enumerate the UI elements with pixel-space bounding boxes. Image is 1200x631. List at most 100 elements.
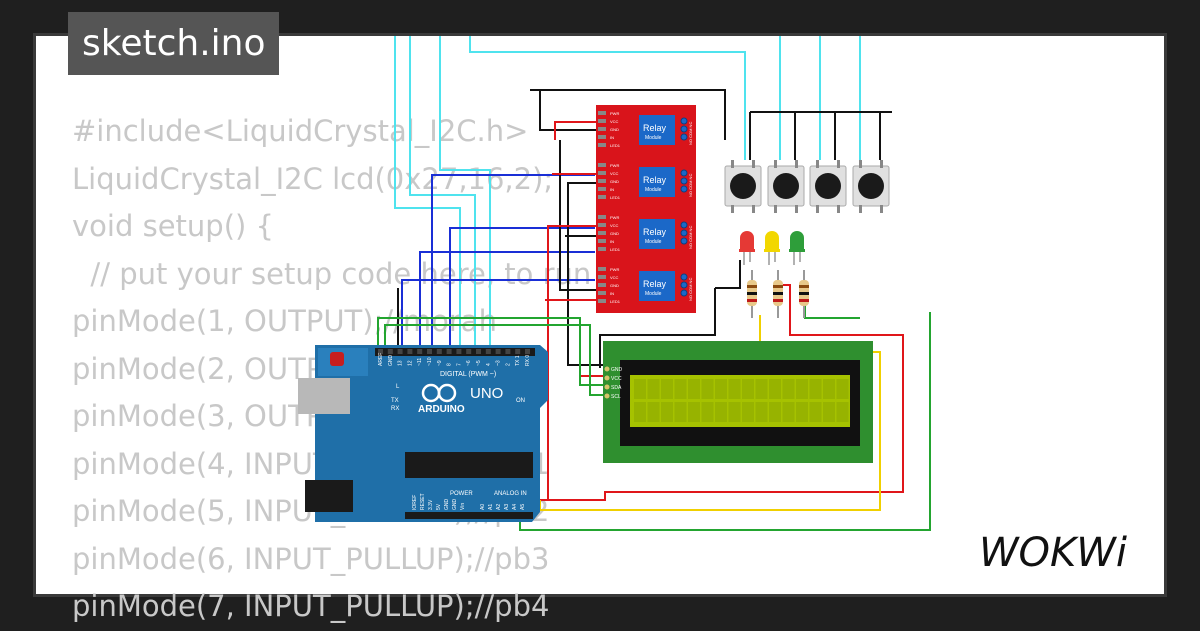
digital-pin[interactable] bbox=[515, 349, 521, 354]
led-3[interactable] bbox=[789, 231, 805, 265]
relay-terminal[interactable] bbox=[680, 133, 688, 141]
relay-terminal[interactable] bbox=[680, 185, 688, 193]
lcd-pin-label: SCL bbox=[611, 394, 621, 400]
lcd-cell bbox=[728, 379, 741, 399]
lcd-pin-label: GND bbox=[611, 367, 623, 373]
digital-pin-label: TX 1 bbox=[515, 355, 521, 366]
digital-pin[interactable] bbox=[485, 349, 491, 354]
relay-terminal[interactable] bbox=[680, 229, 688, 237]
power-pin-label: GND bbox=[452, 499, 458, 511]
resistor-1[interactable] bbox=[747, 270, 757, 318]
relay-pin[interactable] bbox=[598, 135, 606, 139]
tx-label: TX bbox=[391, 398, 399, 404]
digital-pin[interactable] bbox=[446, 349, 452, 354]
relay-pin[interactable] bbox=[598, 119, 606, 123]
relay-pin[interactable] bbox=[598, 267, 606, 271]
relay-pin[interactable] bbox=[598, 179, 606, 183]
lcd-pin[interactable] bbox=[604, 384, 610, 390]
relay-pin[interactable] bbox=[598, 223, 606, 227]
power-pin-label: 3.3V bbox=[428, 499, 434, 510]
relay-terminal[interactable] bbox=[680, 117, 688, 125]
relay-pin[interactable] bbox=[598, 283, 606, 287]
relay-terminal-label: NO COM NC bbox=[688, 278, 693, 301]
relay-pin-label: GND bbox=[610, 179, 619, 184]
digital-pin[interactable] bbox=[397, 349, 403, 354]
resistor-2[interactable] bbox=[773, 270, 783, 318]
digital-pin[interactable] bbox=[476, 349, 481, 354]
digital-pin[interactable] bbox=[387, 349, 393, 354]
lcd-pin[interactable] bbox=[604, 375, 610, 381]
relay-pin-label: PWR bbox=[610, 215, 619, 220]
wokwi-logo-text: WOKWi bbox=[979, 530, 1127, 576]
digital-pin[interactable] bbox=[495, 349, 501, 354]
relay-pin[interactable] bbox=[598, 195, 606, 199]
digital-pin-label: ~3 bbox=[496, 360, 502, 366]
relay-terminal-label: NO COM NC bbox=[688, 174, 693, 197]
digital-pin[interactable] bbox=[525, 349, 530, 354]
led-2[interactable] bbox=[764, 231, 780, 265]
digital-pin[interactable] bbox=[378, 349, 383, 354]
lcd-cell bbox=[796, 379, 808, 399]
code-line: void setup() { bbox=[72, 209, 274, 243]
relay-terminal[interactable] bbox=[680, 289, 688, 297]
relay-pin[interactable] bbox=[598, 275, 606, 279]
reset-button[interactable] bbox=[330, 352, 344, 366]
relay-terminal[interactable] bbox=[680, 237, 688, 245]
relay-terminal[interactable] bbox=[680, 125, 688, 133]
relay-terminal[interactable] bbox=[680, 221, 688, 229]
push-button-4[interactable] bbox=[852, 160, 890, 213]
relay-pin[interactable] bbox=[598, 291, 606, 295]
digital-pin[interactable] bbox=[417, 349, 423, 354]
relay-pin[interactable] bbox=[598, 127, 606, 131]
lcd-pin[interactable] bbox=[604, 366, 610, 372]
relay-pin[interactable] bbox=[598, 163, 606, 167]
relay-terminal[interactable] bbox=[680, 169, 688, 177]
digital-pin-label: ~11 bbox=[417, 358, 423, 366]
lcd-cell bbox=[674, 379, 687, 399]
relay-pin[interactable] bbox=[598, 111, 606, 115]
digital-pin-label: ~10 bbox=[427, 357, 433, 366]
relay-pin[interactable] bbox=[598, 247, 606, 251]
arduino-uno-board[interactable]: DIGITAL (PWM ~) UNO ARDUINO L TX RX ON P… bbox=[298, 345, 548, 522]
push-button-1[interactable] bbox=[724, 160, 762, 213]
digital-pin[interactable] bbox=[466, 349, 472, 354]
resistor-3[interactable] bbox=[799, 270, 809, 318]
analog-label: ANALOG IN bbox=[494, 491, 527, 497]
sketch-file-tab[interactable]: sketch.ino bbox=[68, 12, 280, 75]
relay-body bbox=[639, 115, 675, 145]
lcd-cell bbox=[782, 379, 795, 399]
led-1[interactable] bbox=[739, 231, 755, 265]
lcd-cell bbox=[809, 402, 822, 422]
lcd-pin[interactable] bbox=[604, 393, 610, 399]
digital-pin[interactable] bbox=[505, 349, 511, 354]
power-pin-label: Vin bbox=[460, 503, 466, 510]
digital-pin[interactable] bbox=[456, 349, 462, 354]
push-button-2[interactable] bbox=[767, 160, 805, 213]
relay-pin[interactable] bbox=[598, 299, 606, 303]
relay-pin[interactable] bbox=[598, 239, 606, 243]
code-line: LiquidCrystal_I2C lcd(0x27,16,2); bbox=[72, 161, 554, 196]
digital-pin[interactable] bbox=[436, 349, 442, 354]
relay-pin[interactable] bbox=[598, 171, 606, 175]
relay-pin[interactable] bbox=[598, 231, 606, 235]
lcd-cell bbox=[661, 402, 673, 422]
relay-pin[interactable] bbox=[598, 187, 606, 191]
relay-sublabel: Module bbox=[645, 135, 662, 141]
digital-pin[interactable] bbox=[427, 349, 432, 354]
relay-pin[interactable] bbox=[598, 215, 606, 219]
relay-terminal[interactable] bbox=[680, 273, 688, 281]
digital-pin-label: 7 bbox=[456, 363, 462, 366]
relay-terminal[interactable] bbox=[680, 281, 688, 289]
digital-pin[interactable] bbox=[407, 349, 413, 354]
relay-pin-label: VCC bbox=[610, 275, 619, 280]
relay-pin[interactable] bbox=[598, 143, 606, 147]
relay-terminal[interactable] bbox=[680, 177, 688, 185]
push-button-3[interactable] bbox=[809, 160, 847, 213]
